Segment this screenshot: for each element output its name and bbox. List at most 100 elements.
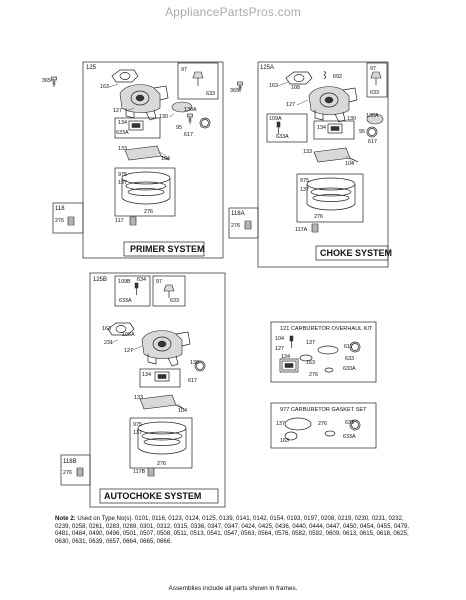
- autochoke-system-frame: 125B 109B 634 97 633A 633 163 106A 231 1…: [89, 272, 226, 508]
- label-975-a: 975: [133, 422, 142, 428]
- label-133: 133: [118, 146, 127, 152]
- label-975: 975: [118, 172, 127, 178]
- label-97-c: 97: [370, 66, 376, 72]
- label-137-a: 137: [133, 430, 142, 436]
- side-tag-118b: 118B: [63, 459, 77, 465]
- label-106a-a: 106A: [122, 332, 135, 338]
- plug-117b: [147, 467, 155, 477]
- label-163: 163: [100, 84, 109, 90]
- set-label-633: 633: [345, 420, 354, 426]
- frame-tag-125a: 125A: [260, 65, 274, 71]
- kit-label-633: 633: [345, 356, 354, 362]
- primer-system-frame: 125 365 163 97 633 127 130 130A 95 617 1…: [42, 61, 224, 259]
- label-134-a: 134: [142, 372, 151, 378]
- gasket-163-choke: [285, 71, 313, 85]
- subframe-134-choke: [313, 120, 355, 140]
- label-133-c: 133: [303, 149, 312, 155]
- oring-276-kit: [324, 367, 334, 373]
- frame-125a: [257, 61, 389, 268]
- float-133-choke: [313, 147, 359, 163]
- frame-tag-125b: 125B: [93, 277, 107, 283]
- label-163-c: 163: [269, 83, 278, 89]
- choke-plate-130a-primer: [171, 101, 193, 113]
- bowl-975-auto: [137, 421, 187, 455]
- label-104-a: 104: [178, 408, 187, 414]
- overhaul-kit-frame: 121 CARBURETOR OVERHAUL KIT 104 127 137 …: [270, 321, 377, 383]
- gasket-ring-137-set: [284, 417, 312, 431]
- choke-shaft-109b: [134, 282, 139, 296]
- label-633-a: 633: [170, 298, 179, 304]
- oring-617-choke: [366, 126, 378, 138]
- primer-bulb-97: [192, 71, 204, 86]
- gasket-ring-137-kit: [317, 345, 339, 355]
- screw-365-primer: [51, 76, 57, 88]
- gasket-163-set: [284, 431, 298, 441]
- label-109a-c: 109A: [269, 116, 282, 122]
- choke-system-title: CHOKE SYSTEM: [320, 248, 392, 258]
- label-633a-a: 633A: [119, 298, 132, 304]
- label-617-a: 617: [188, 378, 197, 384]
- label-276-c: 276: [314, 214, 323, 220]
- label-633a-c: 633A: [276, 134, 289, 140]
- subframe-134-primer: [114, 117, 161, 139]
- gasket-set-frame: 977 CARBURETOR GASKET SET 137 276 633 16…: [270, 402, 377, 449]
- oring-617-primer: [199, 117, 211, 129]
- set-label-276: 276: [318, 421, 327, 427]
- subframe-134-auto: [139, 368, 181, 388]
- label-231-a: 231: [104, 340, 113, 346]
- assemblies-note: Assemblies include all parts shown in fr…: [168, 585, 298, 592]
- label-127: 127: [113, 108, 122, 114]
- note-prefix: Note 2:: [55, 515, 76, 522]
- set-label-163: 163: [280, 438, 289, 444]
- subframe-134-kit: [279, 358, 299, 373]
- label-633: 633: [206, 91, 215, 97]
- frame-125: [82, 61, 224, 259]
- label-127-c: 127: [286, 102, 295, 108]
- primer-bulb-97-choke: [370, 71, 382, 85]
- kit-label-163: 163: [306, 360, 315, 366]
- label-104-c: 104: [345, 161, 354, 167]
- primer-system-title: PRIMER SYSTEM: [130, 244, 205, 254]
- spring-692: [323, 70, 327, 80]
- screw-95-primer: [187, 113, 193, 125]
- label-276-a: 276: [157, 461, 166, 467]
- oring-276-set: [324, 430, 336, 437]
- carburetor-body-auto: [141, 330, 191, 367]
- label-95-c: 95: [359, 129, 365, 135]
- plug-118b: [76, 467, 84, 477]
- side-tag-118a: 118A: [231, 211, 245, 217]
- subframe-97-primer: [177, 62, 219, 100]
- label-130: 130: [159, 114, 168, 120]
- label-108-c: 108: [291, 85, 300, 91]
- label-617-c: 617: [368, 139, 377, 145]
- label-365-c: 365: [230, 88, 239, 94]
- subframe-109a: [266, 113, 308, 143]
- label-127-a: 127: [124, 348, 133, 354]
- side-box-118: 118 276: [52, 202, 84, 234]
- kit-label-137: 137: [306, 340, 315, 346]
- plug-118: [67, 216, 75, 226]
- primer-title-box: [123, 241, 205, 257]
- kit-label-633a: 633A: [343, 366, 356, 372]
- needle-134-auto: [154, 371, 170, 382]
- note-text: Used on Type No(s). 0101, 0116, 0123, 01…: [55, 515, 410, 545]
- label-117: 117: [115, 218, 124, 224]
- choke-system-frame: 125A 365 163 692 108 97 633 127 130 130A: [230, 61, 392, 268]
- label-975-c: 975: [300, 178, 309, 184]
- kit-label-276: 276: [309, 372, 318, 378]
- label-634-a: 634: [137, 277, 146, 283]
- subframe-975-primer: [114, 167, 176, 217]
- side-label-276: 276: [55, 218, 64, 224]
- gasket-163-primer: [111, 69, 139, 83]
- needle-134-kit: [281, 360, 297, 371]
- side-box-118b: 118B 276: [60, 454, 91, 486]
- subframe-97-auto: [152, 275, 186, 307]
- kit-label-127: 127: [275, 346, 284, 352]
- type-number-note: Note 2: Used on Type No(s). 0101, 0116, …: [55, 515, 420, 545]
- label-633a: 633A: [116, 130, 129, 136]
- choke-shaft-109a: [276, 121, 281, 135]
- label-365: 365: [42, 78, 51, 84]
- subframe-97-choke: [366, 62, 388, 98]
- label-134-c: 134: [317, 125, 326, 131]
